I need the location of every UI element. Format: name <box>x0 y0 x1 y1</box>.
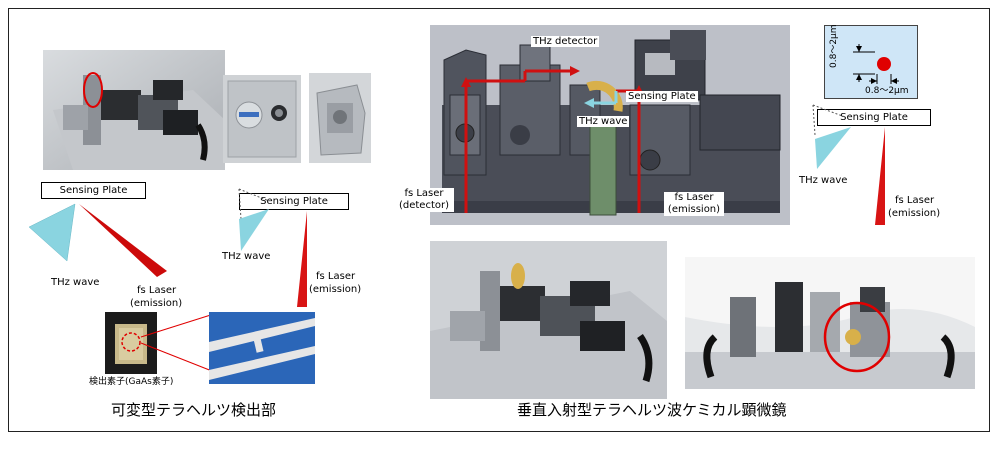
photo-sensing-plate-holder <box>223 75 301 163</box>
thz-wave-label: THz wave <box>222 251 271 262</box>
spot-vertical-size: 0.8～2μm <box>829 24 839 68</box>
cad-rendering <box>430 25 790 225</box>
fs-laser-label: fs Laser <box>895 195 935 206</box>
detector-element-label: 検出素子(GaAs素子) <box>89 377 174 387</box>
emission-label: (emission) <box>309 284 362 295</box>
sensing-plate-box: Sensing Plate <box>817 109 931 126</box>
zoom-lines <box>140 312 218 374</box>
thz-wave-label: THz wave <box>577 116 630 127</box>
photo-gaas-element <box>105 312 157 374</box>
photo-microscope-setup-1 <box>430 241 667 399</box>
detector-text: (detector) <box>398 200 450 211</box>
thz-wave-label: THz wave <box>51 277 100 288</box>
thz-wave-label: THz wave <box>799 175 848 186</box>
caption-right: 垂直入射型テラヘルツ波ケミカル顕微鏡 <box>517 401 787 419</box>
emission-label: (emission) <box>888 208 941 219</box>
fs-laser-text: fs Laser <box>404 188 444 199</box>
sensing-plate-label: Sensing Plate <box>626 91 698 102</box>
figure-frame: Sensing Plate THz wave fs Laser (emissio… <box>8 8 990 432</box>
fs-laser-label: fs Laser <box>316 271 356 282</box>
photo-mount <box>309 73 371 163</box>
caption-left: 可変型テラヘルツ検出部 <box>111 401 277 419</box>
fs-laser-detector-label: fs Laser (detector) <box>394 188 454 212</box>
photo-detector-setup <box>43 50 225 170</box>
photo-microscope-setup-2 <box>685 257 975 389</box>
emission-text: (emission) <box>667 204 721 215</box>
beam-diagram-b <box>238 188 307 307</box>
fs-laser-text: fs Laser <box>674 192 714 203</box>
thz-detector-label: THz detector <box>531 36 600 47</box>
spot-horizontal-size: 0.8～2μm <box>865 86 909 96</box>
spot-size-inset: 0.8～2μm 0.8～2μm <box>824 24 918 99</box>
beam-diagram-c <box>812 104 885 225</box>
beam-diagram-a <box>29 203 167 277</box>
emission-label: (emission) <box>130 298 183 309</box>
fs-laser-label: fs Laser <box>137 285 177 296</box>
sensing-plate-box: Sensing Plate <box>41 182 146 199</box>
photo-antenna-microscope <box>209 312 315 384</box>
fs-laser-emission-label: fs Laser (emission) <box>664 192 724 216</box>
